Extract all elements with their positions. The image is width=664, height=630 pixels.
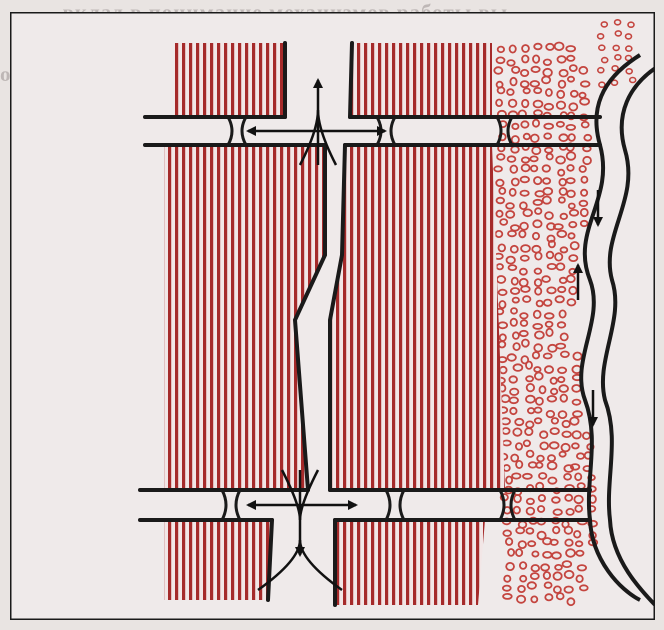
lower-left-muscle-block: [164, 520, 272, 600]
lower-middle-muscle-block: [335, 520, 485, 605]
upper-left-muscle-block: [174, 43, 285, 117]
middle-middle-muscle-block: [330, 145, 505, 490]
upper-middle-muscle-block: [352, 43, 492, 117]
